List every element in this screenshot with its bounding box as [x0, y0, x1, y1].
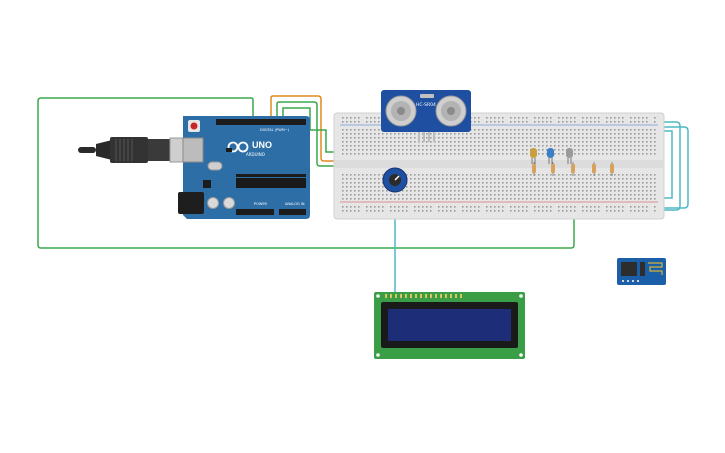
power-label: POWER — [254, 202, 268, 206]
sensor-label: HC-SR04 — [416, 102, 436, 108]
led-blue[interactable] — [547, 148, 554, 164]
power-jack[interactable] — [178, 192, 204, 214]
digital-header[interactable] — [216, 119, 306, 125]
leds — [530, 148, 573, 164]
analog-header[interactable] — [279, 209, 306, 215]
led-yellow[interactable] — [530, 148, 537, 164]
usb-jack — [182, 137, 204, 163]
arduino-uno-board[interactable]: DIGITAL (PWM~) UNO ARDUINO POWER ANALOG … — [178, 116, 310, 219]
arduino-model-label: UNO — [252, 140, 272, 150]
arduino-logo — [227, 141, 249, 153]
lcd-display[interactable] — [374, 292, 525, 359]
potentiometer[interactable] — [382, 167, 408, 193]
breadboard[interactable] — [333, 112, 665, 220]
usb-cable[interactable] — [78, 137, 201, 163]
lcd-screen — [388, 309, 511, 341]
power-header[interactable] — [236, 209, 274, 215]
sensor-pins[interactable] — [418, 132, 435, 142]
resistor-2[interactable] — [551, 162, 555, 176]
resistor-1[interactable] — [532, 162, 536, 176]
wire-orange-2[interactable] — [276, 101, 432, 167]
wire-orange-1[interactable] — [270, 95, 428, 162]
resistors — [532, 162, 614, 176]
wire-teal-1[interactable] — [640, 121, 681, 211]
digital-header-label: DIGITAL (PWM~) — [260, 128, 290, 132]
resistor-4[interactable] — [592, 162, 596, 176]
esp8266-wifi-module[interactable] — [617, 258, 666, 285]
resistor-5[interactable] — [610, 162, 614, 176]
lcd-pins — [385, 294, 462, 298]
sensor-transducer-left — [385, 95, 417, 127]
atmega-chip — [236, 178, 306, 188]
wire-green-loop[interactable] — [37, 97, 575, 249]
wire-teal-2[interactable] — [640, 126, 689, 209]
arduino-brand-label: ARDUINO — [246, 152, 265, 157]
reset-button[interactable] — [188, 120, 200, 132]
analog-label: ANALOG IN — [285, 202, 305, 206]
capacitors — [207, 197, 235, 209]
ultrasonic-sensor[interactable]: HC-SR04 — [381, 90, 471, 142]
sensor-transducer-right — [435, 95, 467, 127]
resistor-3[interactable] — [571, 162, 575, 176]
led-gray[interactable] — [566, 148, 573, 164]
